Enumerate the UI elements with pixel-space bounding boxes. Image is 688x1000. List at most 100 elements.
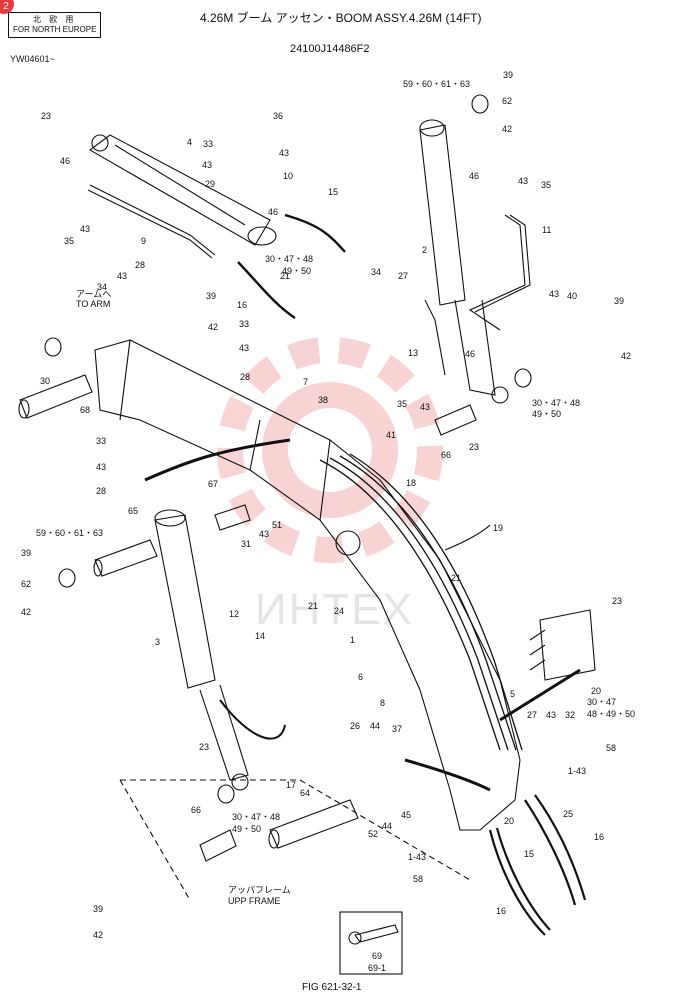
wrench-69: [339, 911, 403, 975]
callout-16: 16: [496, 906, 507, 916]
upper-frame-outline: [119, 779, 471, 901]
washer-24: [335, 530, 361, 556]
callout-29: 29: [205, 179, 216, 189]
washer-62: [58, 568, 76, 588]
callout-36: 36: [273, 111, 284, 121]
callout-16: 16: [237, 300, 248, 310]
callout-64: 64: [300, 788, 311, 798]
callout-39: 39: [503, 70, 514, 80]
callout-8: 8: [380, 698, 386, 708]
pipe-9: [89, 184, 216, 256]
callout-group-30-48: 30・47・48: [532, 398, 581, 408]
callout-42: 42: [93, 930, 104, 940]
page-badge: 2: [0, 0, 14, 14]
note-to-arm-jp: アームへ: [76, 289, 112, 299]
callout-43: 43: [80, 224, 91, 234]
callout-68: 68: [80, 405, 91, 415]
callout-18: 18: [406, 478, 417, 488]
callout-43: 43: [117, 271, 128, 281]
figure-reference: FIG 621-32-1: [302, 982, 362, 993]
callout-46: 46: [469, 171, 480, 181]
pin-65: [93, 539, 158, 577]
callout-group-48-50: 48・49・50: [587, 709, 636, 719]
watermark: ИНТЕХ: [255, 585, 414, 634]
callout-10: 10: [283, 171, 294, 181]
callout-67: 67: [208, 479, 219, 489]
page-title: 4.26M ブーム アッセン・BOOM ASSY.4.26M (14FT): [200, 11, 482, 25]
callout-6: 6: [358, 672, 364, 682]
callout-43: 43: [202, 160, 213, 170]
callout-42: 42: [621, 351, 632, 361]
callout-32: 32: [565, 710, 576, 720]
callout-3: 3: [155, 637, 161, 647]
callout-31: 31: [241, 539, 252, 549]
note-upp-frame-jp: アッパフレーム: [228, 885, 291, 895]
washer-62-top: [471, 94, 489, 114]
wire-19: [444, 524, 491, 551]
callout-21: 21: [451, 573, 462, 583]
note-upp-frame-en: UPP FRAME: [228, 896, 281, 906]
callout-43: 43: [549, 289, 560, 299]
lower-hoses: [488, 794, 587, 936]
callout-69: 69: [372, 951, 383, 961]
callout-23: 23: [469, 442, 480, 452]
callout-19: 19: [493, 523, 504, 533]
callout-40: 40: [567, 291, 578, 301]
bushing-66-lower: [199, 829, 237, 862]
hose-17: [219, 699, 286, 740]
callout-62: 62: [21, 579, 32, 589]
callout-39: 39: [206, 291, 217, 301]
hose-16-upper: [237, 261, 296, 320]
callout-20: 20: [504, 816, 515, 826]
callout-45: 45: [401, 810, 412, 820]
callout-38: 38: [318, 395, 329, 405]
callout-66: 66: [441, 450, 452, 460]
callout-34: 34: [371, 267, 382, 277]
callout-group-59-63: 59・60・61・63: [403, 79, 471, 89]
callout-27: 27: [398, 271, 409, 281]
callout-30: 30: [40, 376, 51, 386]
callout-43: 43: [518, 176, 529, 186]
callout-33: 33: [96, 436, 107, 446]
callout-43: 43: [420, 402, 431, 412]
callout-1: 1: [350, 635, 356, 645]
callout-11: 11: [542, 225, 552, 235]
callout-24: 24: [334, 606, 345, 616]
pipe-13: [424, 299, 446, 376]
callout-43: 43: [259, 529, 270, 539]
callout-43: 43: [96, 462, 107, 472]
region-box: 北 欧 用 FOR NORTH EUROPE: [8, 12, 102, 38]
callout-2: 2: [422, 245, 428, 255]
callout-group-49-50: 49・50: [282, 266, 312, 276]
hose-15: [284, 213, 346, 253]
fitting-block: [529, 609, 596, 681]
serial-range: YW04601~: [10, 54, 55, 64]
callout-group-49-50: 49・50: [232, 824, 262, 834]
callout-21: 21: [308, 601, 319, 611]
cylinder-lower-left: [154, 509, 249, 791]
callout-58: 58: [606, 743, 617, 753]
watermark-logo: [217, 337, 443, 563]
callout-35: 35: [397, 399, 408, 409]
callout-66: 66: [191, 805, 202, 815]
callout-42: 42: [21, 607, 32, 617]
callout-39: 39: [93, 904, 104, 914]
callout-52: 52: [368, 829, 379, 839]
callout-43: 43: [546, 710, 557, 720]
callout-46: 46: [60, 156, 71, 166]
boom-hoses: [319, 453, 523, 751]
callout-23: 23: [199, 742, 210, 752]
callout-group-30-48: 30・47・48: [265, 254, 314, 264]
callout-28: 28: [240, 372, 251, 382]
callout-23: 23: [612, 596, 623, 606]
callout-17: 17: [286, 780, 297, 790]
callout-44: 44: [382, 821, 393, 831]
washer-30: [44, 337, 62, 357]
callout-28: 28: [96, 486, 107, 496]
callout-35: 35: [541, 180, 552, 190]
callout-16: 16: [594, 832, 605, 842]
callout-26: 26: [350, 721, 361, 731]
callout-15: 15: [524, 849, 535, 859]
